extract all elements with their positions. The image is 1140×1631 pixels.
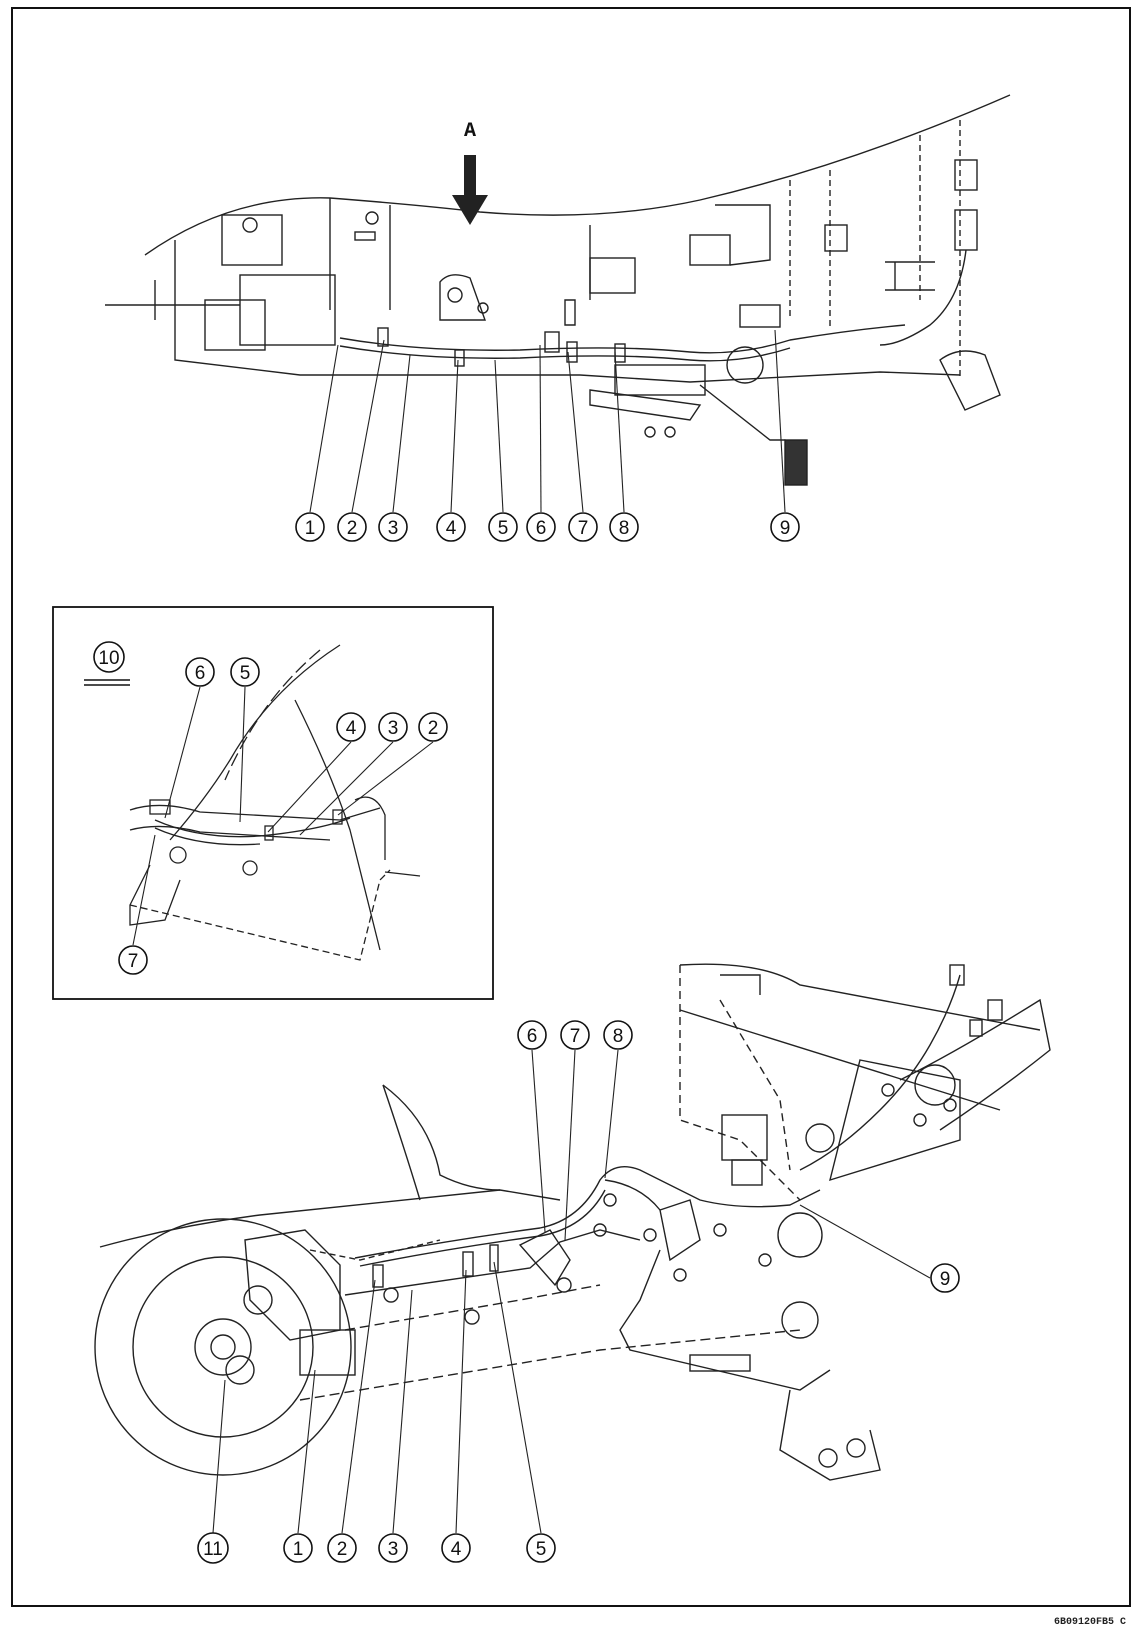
top-callouts: 1 2 3 4 5 6 7 8 9 [295,512,800,542]
svg-text:4: 4 [451,1539,462,1560]
inset-drawing [129,644,421,961]
callout-top-6: 6 [526,512,556,542]
svg-text:8: 8 [613,1026,624,1047]
callout-inset-4: 4 [336,712,366,742]
top-leader-lines [309,329,786,513]
bottom-callouts: 6 7 8 9 11 1 2 3 4 5 [197,1020,960,1564]
svg-text:11: 11 [203,1539,223,1560]
inset-leader-lines [132,686,434,946]
svg-text:5: 5 [498,518,509,539]
svg-text:6: 6 [195,663,206,684]
callout-top-2: 2 [337,512,367,542]
callout-top-8: 8 [609,512,639,542]
svg-text:5: 5 [536,1539,547,1560]
callout-inset-2: 2 [418,712,448,742]
inset-view-box [52,606,494,1000]
inset-label-10: 10 [84,641,130,686]
callout-inset-5: 5 [230,657,260,687]
svg-text:9: 9 [780,518,791,539]
svg-text:5: 5 [240,663,251,684]
callout-bottom-5: 5 [526,1533,556,1563]
svg-text:6: 6 [527,1026,538,1047]
svg-text:2: 2 [337,1539,348,1560]
view-marker-label: A [464,120,476,143]
bottom-perspective-drawing [94,963,1051,1481]
svg-text:4: 4 [446,518,457,539]
svg-text:8: 8 [619,518,630,539]
page-border [11,7,1131,1607]
callout-top-5: 5 [488,512,518,542]
svg-text:1: 1 [305,518,316,539]
callout-inset-6: 6 [185,657,215,687]
inset-callouts: 6 5 4 3 2 7 [118,657,448,975]
drawing-code: 6B09120FB5 C [1054,1617,1126,1628]
callout-bottom-2: 2 [327,1533,357,1563]
callout-inset-7: 7 [118,945,148,975]
callout-top-1: 1 [295,512,325,542]
callout-bottom-9: 9 [930,1263,960,1293]
callout-top-4: 4 [436,512,466,542]
bottom-leader-lines [212,1049,931,1534]
svg-text:3: 3 [388,1539,399,1560]
callout-bottom-7: 7 [560,1020,590,1050]
callout-bottom-3: 3 [378,1533,408,1563]
callout-top-7: 7 [568,512,598,542]
svg-text:2: 2 [428,718,439,739]
svg-text:10: 10 [98,648,119,669]
callout-bottom-4: 4 [441,1533,471,1563]
svg-text:3: 3 [388,718,399,739]
svg-text:2: 2 [347,518,358,539]
svg-text:7: 7 [128,951,139,972]
svg-text:4: 4 [346,718,357,739]
callout-bottom-11: 11 [197,1532,229,1564]
callout-bottom-8: 8 [603,1020,633,1050]
svg-text:7: 7 [578,518,589,539]
callout-inset-3: 3 [378,712,408,742]
svg-text:3: 3 [388,518,399,539]
top-side-view-drawing [105,94,1011,486]
callout-bottom-1: 1 [283,1533,313,1563]
callout-top-9: 9 [770,512,800,542]
callout-top-3: 3 [378,512,408,542]
svg-text:7: 7 [570,1026,581,1047]
svg-text:1: 1 [293,1539,304,1560]
view-arrow-a: A [452,120,488,225]
svg-text:6: 6 [536,518,547,539]
callout-bottom-6: 6 [517,1020,547,1050]
svg-text:9: 9 [940,1269,951,1290]
